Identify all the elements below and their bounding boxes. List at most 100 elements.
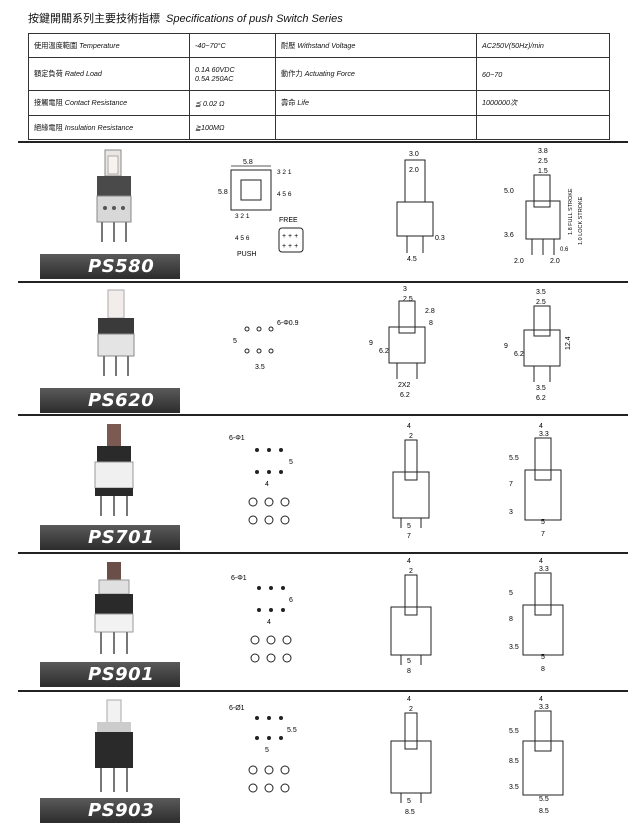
dim-label: 0.6 [560,247,569,253]
free-caption: FREE [279,217,298,224]
dim-label: 2.0 [550,258,560,265]
dim-label: 5.5 [509,455,519,462]
spec-label-en: Withstand Voltage [297,40,356,50]
dim-label: 4 [539,696,543,703]
dim-label: 8.5 [539,808,549,815]
model-label-ps903: PS903 [40,798,180,823]
dim-label: 3.3 [539,704,549,711]
dim-label: 3.3 [539,566,549,573]
dim-label: 5 [233,338,237,345]
push-caption: PUSH [237,251,256,258]
footprint-drawing-ps903: 6-Ø1 5.5 5 [229,705,297,793]
svg-text:+ + +: + + + [282,233,298,240]
dim-label: 2.8 [425,308,435,315]
table-row: 絕緣電阻 Insulation Resistance ≧100MΩ [28,115,610,140]
dim-label: 8.5 [509,758,519,765]
dim-label: 3 [403,286,407,293]
side-drawing-ps620: 3 2.5 2.8 8 9 6.2 2X2 6.2 [369,286,435,399]
dim-label: 8 [429,320,433,327]
dim-label: 3.0 [409,151,419,158]
dim-label: 5 [289,459,293,466]
section-divider [18,690,628,692]
svg-text:+ + +: + + + [282,243,298,250]
dim-label: 3.5 [255,364,265,371]
dim-label: 4 [539,423,543,430]
model-label-ps701: PS701 [40,525,180,550]
front-drawing-ps580: 3.8 2.5 1.5 5.0 3.6 2.0 2.0 0.6 1.8 FULL… [504,148,584,265]
spec-label-en: Contact Resistance [64,98,128,107]
spec-value: 1000000次 [476,90,610,116]
front-drawing-ps901: 4 3.3 5 8 3.5 5 8 [509,558,564,673]
dim-label: 5 [265,747,269,754]
title-cn: 按鍵開關系列主要技術指標 [28,13,160,25]
section-divider [18,552,628,554]
side-drawing-ps901: 4 2 5 8 [390,558,432,675]
dim-label: 5 [541,654,545,661]
dim-label: 4 [267,619,271,626]
spec-value: ≦ 0.02 Ω [189,90,276,116]
dim-label: 7 [541,531,545,538]
dim-label: 2.5 [536,299,546,306]
dim-label: 3.8 [538,148,548,155]
spec-value: 0.5A 250AC [195,74,234,83]
dim-label: 6.2 [379,348,389,355]
dim-label: 3.5 [536,289,546,296]
spec-label-en: Temperature [79,40,120,50]
spec-table: 使用溫度範圍 Temperature -40~70°C 耐壓 Withstand… [28,33,610,140]
dim-label: 2.5 [403,296,413,303]
table-row: 使用溫度範圍 Temperature -40~70°C 耐壓 Withstand… [28,33,610,58]
footprint-drawing-ps580: 5.8 5.8 3 2 1 4 5 6 3 2 1 4 5 6 PUSH FRE… [218,159,304,258]
dim-label: 12.4 [565,336,572,350]
footprint-drawing-ps701: 6-Φ1 5 4 [229,435,293,525]
dim-label: 8 [509,616,513,623]
dim-label: 3 [509,509,513,516]
dim-label: 5.8 [218,189,228,196]
dim-label: 8 [407,668,411,675]
pin-spec: 6-Φ1 [229,435,245,442]
pin-spec: 6-Φ0.9 [277,320,299,327]
dim-label: 8.5 [405,809,415,816]
dim-label: 7 [407,533,411,540]
switch-photo-ps903 [95,699,133,792]
front-drawing-ps903: 4 3.3 5.5 8.5 3.5 5.5 8.5 [509,696,564,815]
pin-numbers: 4 5 6 [277,191,292,198]
dim-label: 0.3 [435,235,445,242]
spec-label-cn: 動作力 [281,69,303,78]
dim-label: 4 [407,558,411,565]
dim-label: 2.0 [514,258,524,265]
dim-label: 7 [509,481,513,488]
switch-photo-ps901 [94,562,134,654]
dim-label: 2.5 [538,158,548,165]
pin-numbers: 3 2 1 [235,213,250,220]
spec-value: 60~70 [476,57,610,91]
dim-label: 4 [407,696,411,703]
dim-label: 4 [539,558,543,565]
spec-label-cn: 接觸電阻 [34,98,63,107]
dim-label: 2.0 [409,167,419,174]
switch-photo-ps620 [97,289,135,376]
spec-label-cn: 額定負荷 [34,69,63,78]
dim-label: 5 [541,519,545,526]
dim-label: 6.2 [536,395,546,402]
switch-photo-ps580 [96,149,132,242]
spec-label-en: Rated Load [64,69,102,78]
spec-label-cn: 絕緣電阻 [34,122,63,132]
front-drawing-ps620: 3.5 2.5 9 6.2 12.4 3.5 6.2 [504,289,572,402]
pin-spec: 6-Ø1 [229,705,245,712]
dim-label: 2 [409,568,413,575]
spec-label-en: Life [297,98,309,107]
dim-label: 5 [407,658,411,665]
dim-label: 2 [409,433,413,440]
title-en: Specifications of push Switch Series [166,13,343,25]
spec-value: ≧100MΩ [189,115,276,140]
dim-label: 5.5 [509,728,519,735]
footprint-drawing-ps901: 6-Φ1 6 4 [231,575,293,663]
side-drawing-ps580: 3.0 2.0 0.3 4.5 [396,151,445,263]
dim-label: 6 [289,597,293,604]
front-drawing-ps701: 4 3.3 5.5 7 3 5 7 [509,423,562,538]
dim-label: 8 [541,666,545,673]
section-divider [18,141,628,143]
dim-label: 5.8 [243,159,253,166]
dim-label: 3.5 [509,644,519,651]
model-label-ps901: PS901 [40,662,180,687]
